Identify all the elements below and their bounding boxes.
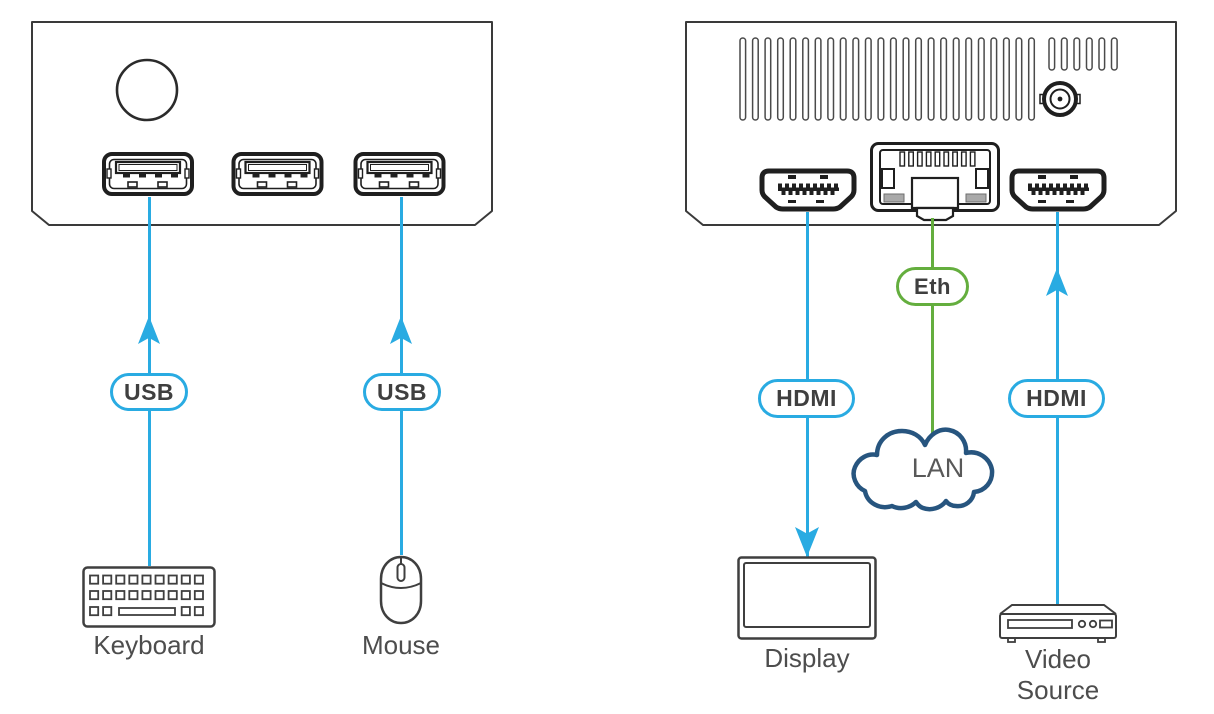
keyboard-icon bbox=[82, 566, 216, 628]
hdmi-label-pill-source: HDMI bbox=[1008, 379, 1105, 418]
usb-label-pill-keyboard: USB bbox=[110, 373, 188, 411]
hdmi-port-2 bbox=[1012, 171, 1104, 209]
video-source-label-line2: Source bbox=[1016, 675, 1100, 705]
usb-port-1 bbox=[102, 152, 194, 196]
eth-cable-lan bbox=[930, 218, 934, 440]
hdmi-label-pill-display: HDMI bbox=[758, 379, 855, 418]
standby-button bbox=[115, 58, 179, 122]
usb-port-3 bbox=[353, 152, 446, 196]
mouse-label: Mouse bbox=[361, 630, 441, 660]
ethernet-port bbox=[870, 142, 1000, 222]
usb-port-2 bbox=[231, 152, 324, 196]
video-source-label: Video Source bbox=[1017, 644, 1099, 706]
front-panel-device bbox=[31, 21, 493, 226]
mouse-icon bbox=[379, 555, 423, 625]
rear-panel-device bbox=[685, 21, 1177, 226]
display-label: Display bbox=[764, 643, 850, 673]
hdmi-port-1 bbox=[762, 171, 854, 209]
lan-cloud bbox=[851, 427, 995, 512]
power-connector bbox=[1039, 81, 1081, 117]
video-source-label-line1: Video bbox=[1024, 644, 1092, 674]
usb-label-pill-mouse: USB bbox=[363, 373, 441, 411]
display-icon bbox=[737, 556, 877, 640]
eth-label-pill: Eth bbox=[896, 267, 969, 306]
lan-label: LAN bbox=[911, 453, 965, 483]
keyboard-label: Keyboard bbox=[93, 630, 205, 660]
video-source-icon bbox=[999, 604, 1117, 643]
